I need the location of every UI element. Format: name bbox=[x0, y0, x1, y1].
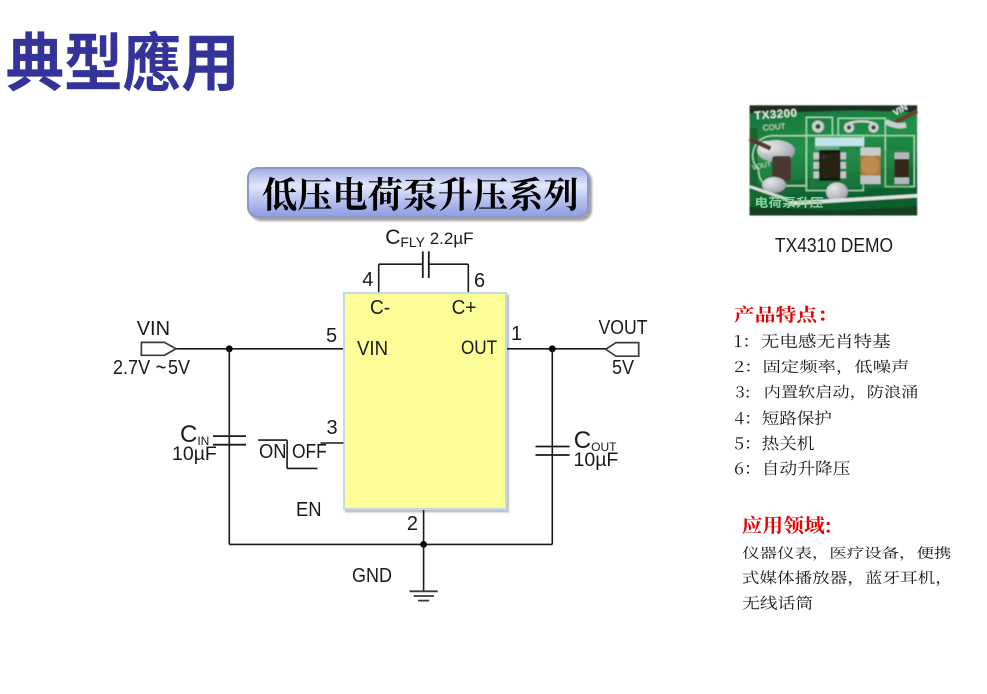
svg-text:TX3200: TX3200 bbox=[754, 108, 798, 123]
svg-text:VOUT: VOUT bbox=[751, 161, 772, 172]
svg-text:COUT: COUT bbox=[763, 122, 786, 133]
